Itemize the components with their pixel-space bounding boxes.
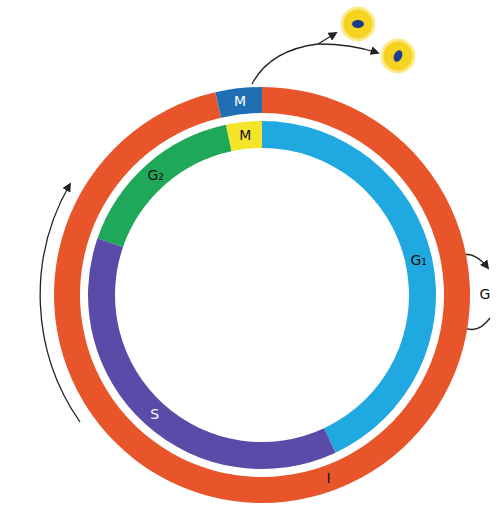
phase-label: M — [234, 94, 246, 108]
division-arrow — [318, 44, 378, 53]
daughter-cell — [382, 40, 414, 72]
division-arrow — [252, 44, 318, 84]
division-arrow — [318, 33, 336, 44]
cycle-direction-arrow — [40, 184, 80, 422]
return-arrow — [452, 318, 490, 330]
phase-label: G₂ — [147, 168, 163, 182]
phase-label: S — [150, 407, 159, 421]
phase-label: G — [480, 287, 491, 301]
phase-label: G₁ — [410, 253, 426, 267]
daughter-cell — [342, 8, 374, 40]
phase-label: M — [239, 128, 251, 142]
phase-label: I — [327, 471, 331, 485]
exit-arrow — [446, 254, 488, 268]
